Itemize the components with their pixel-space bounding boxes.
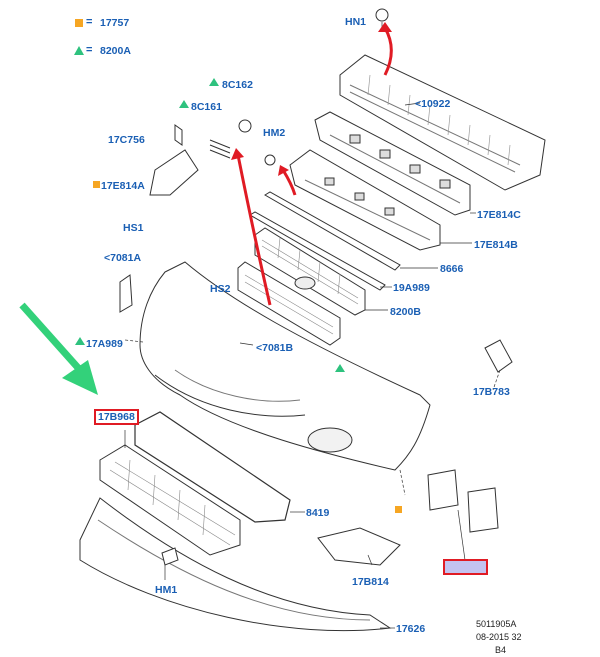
callout-17626[interactable]: 17626 xyxy=(396,623,426,635)
square-marker xyxy=(93,181,100,188)
triangle-marker xyxy=(75,337,85,345)
legend-square-icon xyxy=(75,19,83,27)
callout-17a385[interactable]: 17A385 xyxy=(443,559,488,575)
callout-7081b[interactable]: <7081B xyxy=(256,342,294,354)
callout-17e814c[interactable]: 17E814C xyxy=(477,209,521,221)
bracket-17b783 xyxy=(484,339,513,373)
callout-hm2[interactable]: HM2 xyxy=(263,127,286,139)
reference-sheet: B4 xyxy=(495,645,507,655)
callout-17b968[interactable]: 17B968 xyxy=(94,409,139,425)
bumper-cover xyxy=(139,261,431,471)
spring-8c161 xyxy=(209,139,231,159)
triangle-marker xyxy=(179,100,189,108)
callout-8c162[interactable]: 8C162 xyxy=(222,79,253,91)
callout-17e814a[interactable]: 17E814A xyxy=(101,180,145,192)
callout-19a989[interactable]: 19A989 xyxy=(393,282,430,294)
legend-triangle-icon xyxy=(74,46,84,55)
reference-code: 5011905A xyxy=(476,619,517,629)
leader-lines xyxy=(124,22,501,629)
energy-absorber-lower xyxy=(289,149,441,251)
hm2-screw xyxy=(264,154,276,166)
red-arrow-hm2-head xyxy=(278,165,289,176)
triangle-marker xyxy=(335,364,345,372)
callout-hm1[interactable]: HM1 xyxy=(155,584,178,596)
triangle-marker xyxy=(209,78,219,86)
hn1-clip xyxy=(375,8,389,22)
green-arrow-head xyxy=(62,360,98,395)
side-bracket-left xyxy=(119,274,133,313)
red-arrow-hn1-head xyxy=(378,22,392,32)
legend-equals: = xyxy=(86,44,93,56)
legend-value-8200a: 8200A xyxy=(100,45,131,57)
trim-strip-8666 xyxy=(264,191,401,271)
part-8c162 xyxy=(238,119,252,133)
callout-8c161[interactable]: 8C161 xyxy=(191,101,222,113)
callout-8666[interactable]: 8666 xyxy=(440,263,464,275)
legend-equals: = xyxy=(86,16,93,28)
callout-10922[interactable]: <10922 xyxy=(415,98,451,110)
callout-hn1[interactable]: HN1 xyxy=(345,16,367,28)
callout-17b814[interactable]: 17B814 xyxy=(352,576,389,588)
reference-date: 08-2015 32 xyxy=(476,632,522,642)
callout-17e814b[interactable]: 17E814B xyxy=(474,239,518,251)
grille-frame xyxy=(134,411,291,523)
callout-7081a[interactable]: <7081A xyxy=(104,252,142,264)
square-marker xyxy=(395,506,402,513)
energy-absorber-upper xyxy=(314,111,471,216)
plate-bracket-b xyxy=(467,487,499,533)
callout-hs1[interactable]: HS1 xyxy=(123,222,144,234)
red-arrow-8c162 xyxy=(236,154,272,306)
callout-17b783[interactable]: 17B783 xyxy=(473,386,510,398)
legend-value-17757: 17757 xyxy=(100,17,130,29)
callout-8200b[interactable]: 8200B xyxy=(390,306,421,318)
callout-17c756[interactable]: 17C756 xyxy=(108,134,145,146)
callout-8419[interactable]: 8419 xyxy=(306,507,330,519)
bumper-reinforcement-beam xyxy=(339,54,546,191)
trim-strip-19a989 xyxy=(249,211,386,291)
side-bracket-17e814a xyxy=(149,124,199,196)
callout-hs2[interactable]: HS2 xyxy=(210,283,231,295)
hm1-screw xyxy=(161,547,179,566)
red-arrow-8c162-head xyxy=(231,148,244,160)
plate-bracket-a xyxy=(427,469,459,511)
green-arrow xyxy=(19,302,83,373)
callout-17a989[interactable]: 17A989 xyxy=(86,338,123,350)
fog-lamp-bezel xyxy=(317,527,401,566)
